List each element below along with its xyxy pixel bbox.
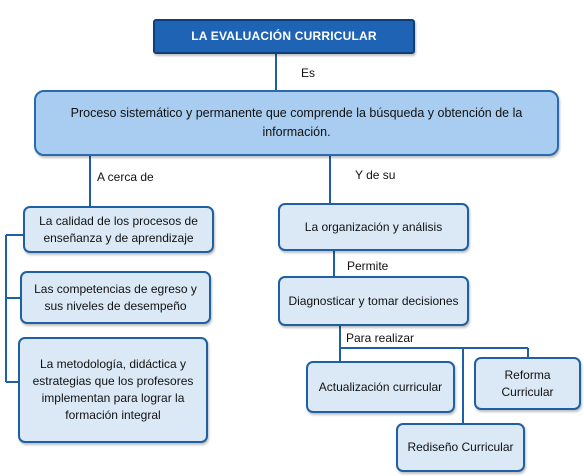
box-reforma-curricular-text: Reforma Curricular	[501, 367, 554, 399]
box-metodologia-text: La metodología, didáctica y estrategias …	[32, 357, 194, 422]
title-box: LA EVALUACIÓN CURRICULAR	[153, 19, 415, 54]
box-competencias-egreso: Las competencias de egreso y sus niveles…	[20, 271, 211, 324]
box-metodologia: La metodología, didáctica y estrategias …	[18, 337, 208, 443]
label-a-cerca-de: A cerca de	[95, 170, 156, 184]
box-actualizacion-curricular-text: Actualización curricular	[318, 379, 443, 394]
box-organizacion-analisis-text: La organización y análisis	[304, 219, 443, 234]
label-y-de-su: Y de su	[353, 168, 398, 182]
label-es: Es	[299, 66, 318, 80]
label-para-realizar: Para realizar	[344, 331, 417, 345]
box-organizacion-analisis: La organización y análisis	[278, 203, 469, 251]
box-rediseno-curricular: Rediseño Curricular	[396, 423, 525, 472]
main-definition-text: Proceso sistemático y permanente que com…	[70, 106, 523, 139]
box-calidad-procesos-text: La calidad de los procesos de enseñanza …	[39, 213, 198, 245]
main-definition-box: Proceso sistemático y permanente que com…	[34, 90, 559, 156]
box-rediseno-curricular-text: Rediseño Curricular	[407, 440, 514, 454]
box-reforma-curricular: Reforma Curricular	[474, 357, 581, 410]
box-calidad-procesos: La calidad de los procesos de enseñanza …	[23, 206, 214, 253]
box-diagnosticar-decisiones: Diagnosticar y tomar decisiones	[278, 276, 469, 326]
box-actualizacion-curricular: Actualización curricular	[306, 361, 455, 413]
box-diagnosticar-decisiones-text: Diagnosticar y tomar decisiones	[288, 293, 459, 308]
label-permite: Permite	[345, 259, 391, 273]
box-competencias-egreso-text: Las competencias de egreso y sus niveles…	[34, 281, 197, 313]
title-text: LA EVALUACIÓN CURRICULAR	[191, 29, 377, 43]
